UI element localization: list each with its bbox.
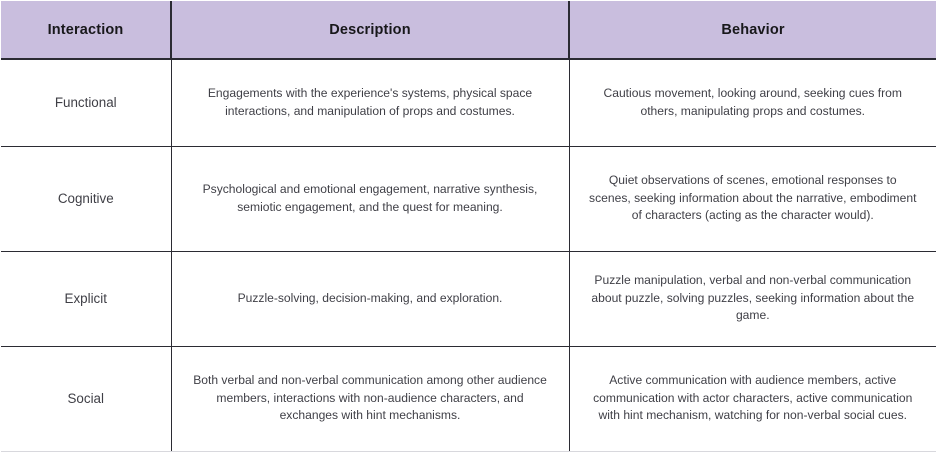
cell-description-functional: Engagements with the experience's system… bbox=[171, 59, 570, 147]
cell-behavior-functional: Cautious movement, looking around, seeki… bbox=[569, 59, 936, 147]
cell-interaction-cognitive: Cognitive bbox=[1, 146, 172, 252]
behavior-text-cognitive: Quiet observations of scenes, emotional … bbox=[589, 173, 917, 223]
cell-behavior-cognitive: Quiet observations of scenes, emotional … bbox=[569, 146, 936, 252]
header-row: Interaction Description Behavior bbox=[1, 1, 936, 60]
cell-interaction-explicit: Explicit bbox=[1, 251, 172, 347]
table-row: Cognitive Psychological and emotional en… bbox=[1, 146, 936, 252]
table-row: Social Both verbal and non-verbal commun… bbox=[1, 346, 936, 452]
description-text-explicit: Puzzle-solving, decision-making, and exp… bbox=[237, 290, 503, 305]
description-text-cognitive: Psychological and emotional engagement, … bbox=[202, 181, 538, 214]
description-text-functional: Engagements with the experience's system… bbox=[207, 86, 533, 118]
cell-behavior-social: Active communication with audience membe… bbox=[569, 346, 936, 452]
column-header-interaction: Interaction bbox=[1, 1, 172, 60]
cell-description-explicit: Puzzle-solving, decision-making, and exp… bbox=[171, 251, 570, 347]
column-header-behavior: Behavior bbox=[569, 1, 936, 60]
behavior-text-explicit: Puzzle manipulation, verbal and non-verb… bbox=[591, 273, 915, 323]
behavior-text-functional: Cautious movement, looking around, seeki… bbox=[603, 86, 902, 118]
behavior-text-social: Active communication with audience membe… bbox=[593, 373, 913, 423]
cell-interaction-functional: Functional bbox=[1, 59, 172, 147]
table-header: Interaction Description Behavior bbox=[1, 1, 936, 60]
cell-description-social: Both verbal and non-verbal communication… bbox=[171, 346, 570, 452]
cell-behavior-explicit: Puzzle manipulation, verbal and non-verb… bbox=[569, 251, 936, 347]
table-body: Functional Engagements with the experien… bbox=[1, 59, 936, 452]
table-row: Explicit Puzzle-solving, decision-making… bbox=[1, 251, 936, 347]
column-header-description: Description bbox=[171, 1, 570, 60]
cell-interaction-social: Social bbox=[1, 346, 172, 452]
cell-description-cognitive: Psychological and emotional engagement, … bbox=[171, 146, 570, 252]
table-row: Functional Engagements with the experien… bbox=[1, 59, 936, 147]
description-text-social: Both verbal and non-verbal communication… bbox=[193, 373, 547, 423]
